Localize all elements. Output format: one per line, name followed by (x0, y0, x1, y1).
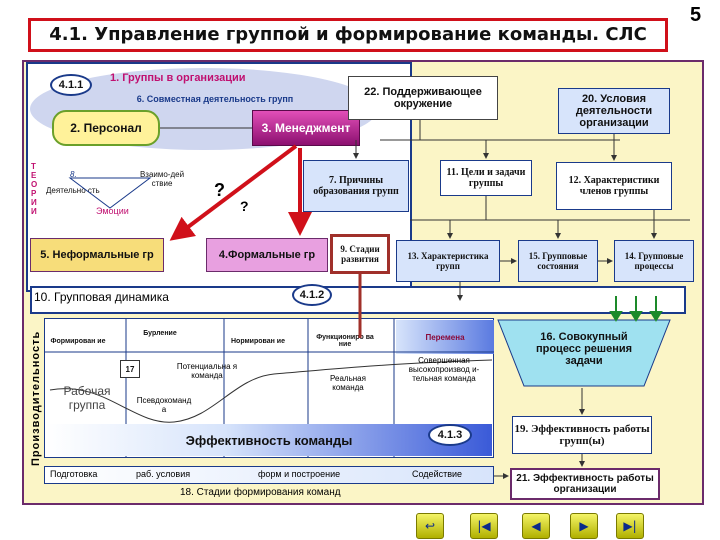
collective-process-label: 16. Совокупный процесс решения задачи (535, 331, 633, 367)
tag-411: 4.1.1 (50, 74, 92, 96)
tag-413: 4.1.3 (428, 424, 472, 446)
return-icon: ↩ (424, 519, 436, 533)
working-group-label: Рабочая группа (63, 384, 111, 412)
stage-storming: Бурление (143, 329, 177, 337)
real-team-label: Реальная команда (330, 374, 366, 392)
theories-vertical: Т Е О Р И И (31, 162, 38, 216)
question-mark-1: ? (214, 180, 225, 200)
group-traits-box: 13. Характеристика групп (396, 240, 500, 282)
stage-assist: Содействие (412, 469, 463, 479)
goals-box: 11. Цели и задачи группы (440, 160, 532, 196)
management-box: 3. Менеджмент (252, 110, 360, 146)
interaction-label: Взаимо-дей ствие (139, 170, 185, 188)
next-icon: ▶ (579, 519, 589, 533)
team-effectiveness-band: Эффективность команды (46, 424, 492, 456)
last-icon: ▶| (623, 519, 637, 533)
pseudo-team-label: Псевдоко­манд а (136, 396, 192, 414)
num-17-box: 17 (120, 360, 140, 378)
stage-performing: Функциониро ва ние (316, 334, 374, 348)
development-stages-box: 9. Стадии развития (330, 234, 390, 274)
stages-bar (44, 466, 494, 484)
team-stages-caption: 18. Стадии формирования команд (180, 487, 341, 498)
stage-work-cond: раб. условия (136, 469, 191, 479)
team-effectiveness-label: Эффективность команды (185, 432, 353, 448)
next-button[interactable]: ▶ (570, 513, 598, 539)
prev-button[interactable]: ◀ (522, 513, 550, 539)
stage-forming: Формирован ие (50, 337, 106, 345)
collective-funnel (497, 319, 671, 387)
conditions-box: 20. Условия деятельности организации (558, 88, 670, 134)
dynamics-band (30, 286, 686, 314)
theories-triangle (68, 177, 152, 209)
page-number: 5 (690, 4, 702, 26)
informal-groups-box: 5. Неформальные гр (30, 238, 164, 272)
potential-team-label: Потенциальна я команда (176, 362, 238, 380)
joint-activity-label: 6. Совместная деятельность групп (136, 94, 294, 104)
support-env-box: 22. Поддерживающее окружение (348, 76, 498, 120)
tag-412: 4.1.2 (292, 284, 332, 306)
return-button[interactable]: ↩ (416, 513, 444, 539)
stage-change: Перемена (396, 320, 494, 354)
activity-label: Деятельно сть (46, 186, 100, 195)
question-mark-2: ? (240, 198, 249, 214)
stage-prep: Подготовка (50, 469, 98, 479)
groups-in-org-label: 1. Группы в организации (110, 72, 246, 84)
first-icon: |◀ (477, 519, 491, 533)
formal-groups-box: 4.Формальные гр (206, 238, 328, 272)
dynamics-label: 10. Групповая динамика (34, 290, 169, 304)
theory-8: 8. (70, 170, 77, 179)
first-button[interactable]: |◀ (470, 513, 498, 539)
group-processes-box: 14. Групповые процессы (614, 240, 694, 282)
personnel-box: 2. Персонал (52, 110, 160, 146)
slide-title: 4.1. Управление группой и формирование к… (28, 18, 668, 52)
high-perf-team-label: Совершенная высокопроизвод и-тельная ком… (408, 356, 480, 383)
prev-icon: ◀ (531, 519, 541, 533)
causes-box: 7. Причины образования групп (303, 160, 409, 212)
group-effectiveness-box: 19. Эффективность работы групп(ы) (512, 416, 652, 454)
last-button[interactable]: ▶| (616, 513, 644, 539)
green-down-arrows (609, 296, 663, 322)
stage-norming: Нормирован ие (230, 337, 286, 345)
org-effectiveness-box: 21. Эффективность работы организации (510, 468, 660, 500)
stage-form-build: форм и построение (258, 469, 341, 479)
emotions-label: Эмоции (96, 206, 129, 216)
group-states-box: 15. Групповые состояния (518, 240, 598, 282)
member-traits-box: 12. Характеристики членов группы (556, 162, 672, 210)
